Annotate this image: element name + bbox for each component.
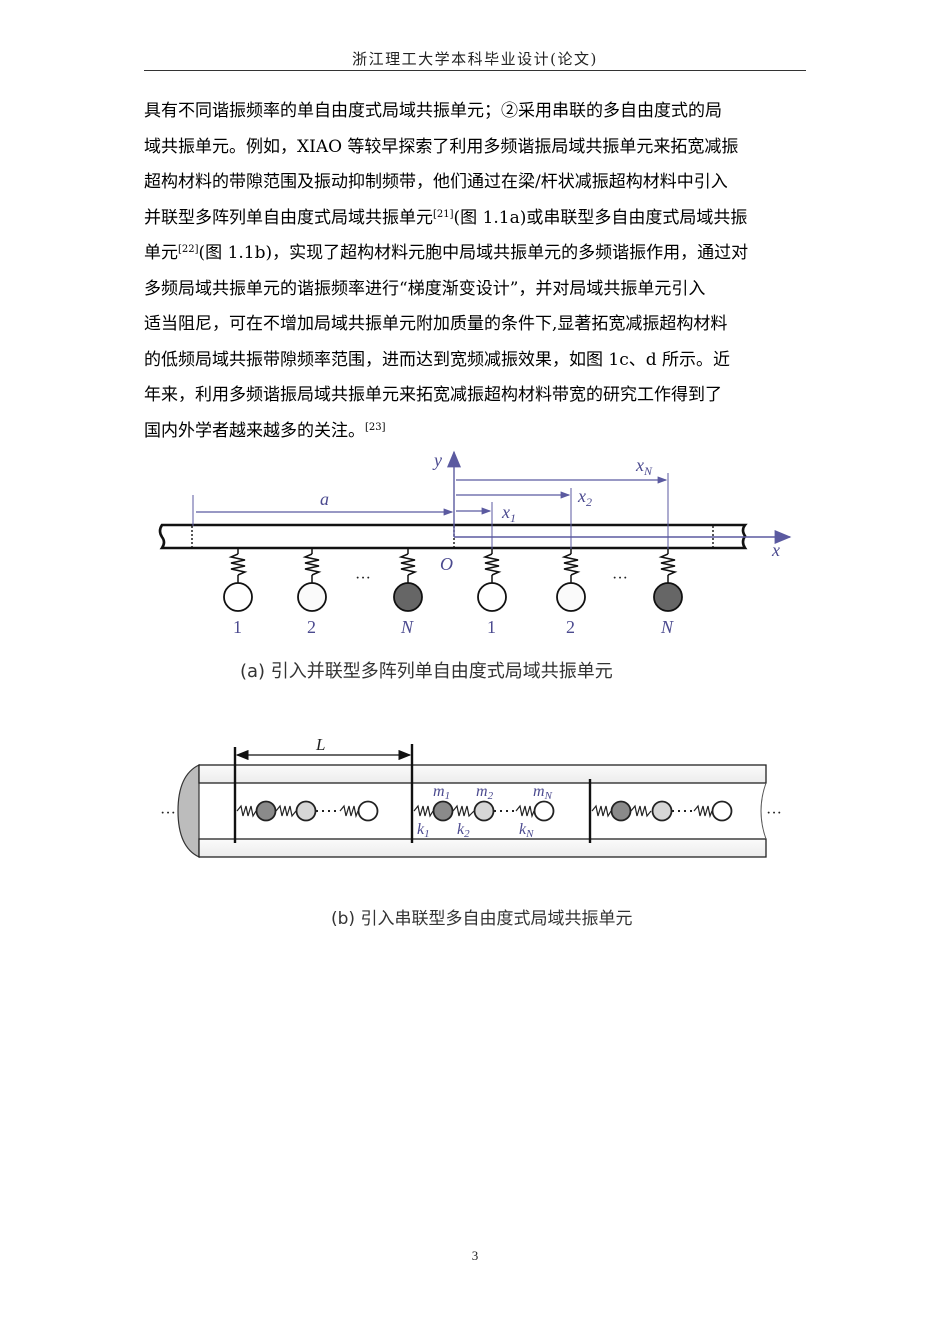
- body-paragraph: 具有不同谐振频率的单自由度式局域共振单元；②采用串联的多自由度式的局 域共振单元…: [144, 94, 810, 449]
- text-segment: (图 1.1a)或串联型多自由度式局域共振: [453, 207, 748, 228]
- mass-label: 2: [566, 617, 575, 637]
- mass-label-m1: m1: [433, 783, 450, 802]
- text-line: 域共振单元。例如，XIAO 等较早探索了利用多频谐振局域共振单元来拓宽减振: [144, 136, 739, 157]
- dimension-xN-label: xN: [635, 455, 653, 478]
- resonator-left-N: [393, 549, 423, 612]
- resonator-left-1: [223, 549, 253, 612]
- citation-ref[interactable]: [22]: [178, 244, 199, 255]
- page-number: 3: [471, 1248, 479, 1263]
- ellipsis: ···: [355, 570, 371, 587]
- spring-label-kN: kN: [519, 821, 534, 840]
- x-axis-label: x: [771, 540, 780, 560]
- unit-cell-1: [236, 800, 379, 822]
- resonator-right-1: [477, 549, 507, 612]
- citation-ref[interactable]: [21]: [433, 208, 454, 220]
- figure-a-caption: (a) 引入并联型多阵列单自由度式局域共振单元: [240, 661, 613, 682]
- text-line: 国内外学者越来越多的关注。[23]: [144, 414, 810, 450]
- figure-b-diagram: ··· ··· L m1 m2 mN k1 k2 kN: [160, 735, 782, 858]
- dimension-L-label: L: [315, 735, 325, 754]
- citation-ref[interactable]: [23]: [365, 421, 386, 433]
- ellipsis: ···: [612, 570, 628, 587]
- dimension-x1-label: x1: [501, 502, 516, 525]
- ellipsis-right: ···: [766, 805, 782, 822]
- mass-label: N: [660, 617, 674, 637]
- text-line: 并联型多阵列单自由度式局域共振单元[21](图 1.1a)或串联型多自由度式局域…: [144, 201, 810, 237]
- tube-wall-top: [198, 764, 767, 784]
- text-segment: 国内外学者越来越多的关注。: [144, 420, 365, 441]
- text-line: 年来，利用多频谐振局域共振单元来拓宽减振超构材料带宽的研究工作得到了: [144, 385, 722, 405]
- spring-label-k2: k2: [457, 821, 470, 840]
- resonator-right-2: [556, 549, 586, 612]
- text-line: 多频局域共振单元的谐振频率进行“梯度渐变设计”，并对局域共振单元引入: [144, 278, 706, 299]
- tube-wall-bottom: [198, 838, 767, 858]
- y-axis-label: y: [432, 450, 442, 470]
- dimension-a-label: a: [320, 489, 329, 509]
- resonator-left-2: [297, 549, 327, 612]
- origin-label: O: [440, 554, 453, 574]
- text-line: 的低频局域共振带隙频率范围，进而达到宽频减振效果，如图 1c、d 所示。近: [144, 349, 731, 370]
- page-header: 浙江理工大学本科毕业设计(论文): [352, 50, 598, 68]
- mass-label: 2: [307, 617, 316, 637]
- text-segment: 并联型多阵列单自由度式局域共振单元: [144, 207, 433, 228]
- spring-label-k1: k1: [417, 821, 430, 840]
- beam: [158, 523, 748, 550]
- mass-label: 1: [487, 617, 496, 637]
- resonator-right-N: [653, 549, 683, 612]
- mass-label: 1: [233, 617, 242, 637]
- text-segment: (图 1.1b)，实现了超构材料元胞中局域共振单元的多频谐振作用，通过对: [198, 243, 749, 263]
- text-segment: 单元: [144, 243, 178, 263]
- text-line: 具有不同谐振频率的单自由度式局域共振单元；②采用串联的多自由度式的局: [144, 101, 722, 121]
- text-line: 单元[22](图 1.1b)，实现了超构材料元胞中局域共振单元的多频谐振作用，通…: [144, 236, 810, 272]
- header-rule: [144, 70, 806, 71]
- mass-label-m2: m2: [476, 783, 494, 802]
- figure-b-caption: (b) 引入串联型多自由度式局域共振单元: [331, 909, 633, 929]
- mass-label-mN: mN: [533, 783, 553, 802]
- text-line: 超构材料的带隙范围及振动抑制频带，他们通过在梁/杆状减振超构材料中引入: [144, 172, 728, 192]
- text-line: 适当阻尼，可在不增加局域共振单元附加质量的条件下,显著拓宽减振超构材料: [144, 314, 728, 334]
- tube-end-cap: [177, 764, 200, 858]
- mass-label: N: [400, 617, 414, 637]
- ellipsis-left: ···: [160, 805, 176, 822]
- dimension-x2-label: x2: [577, 486, 592, 509]
- unit-cell-3: [591, 800, 733, 822]
- figure-a-diagram: x y O a x1 x2 xN ··· 1 2 N: [158, 450, 792, 637]
- unit-cell-2: [413, 800, 555, 822]
